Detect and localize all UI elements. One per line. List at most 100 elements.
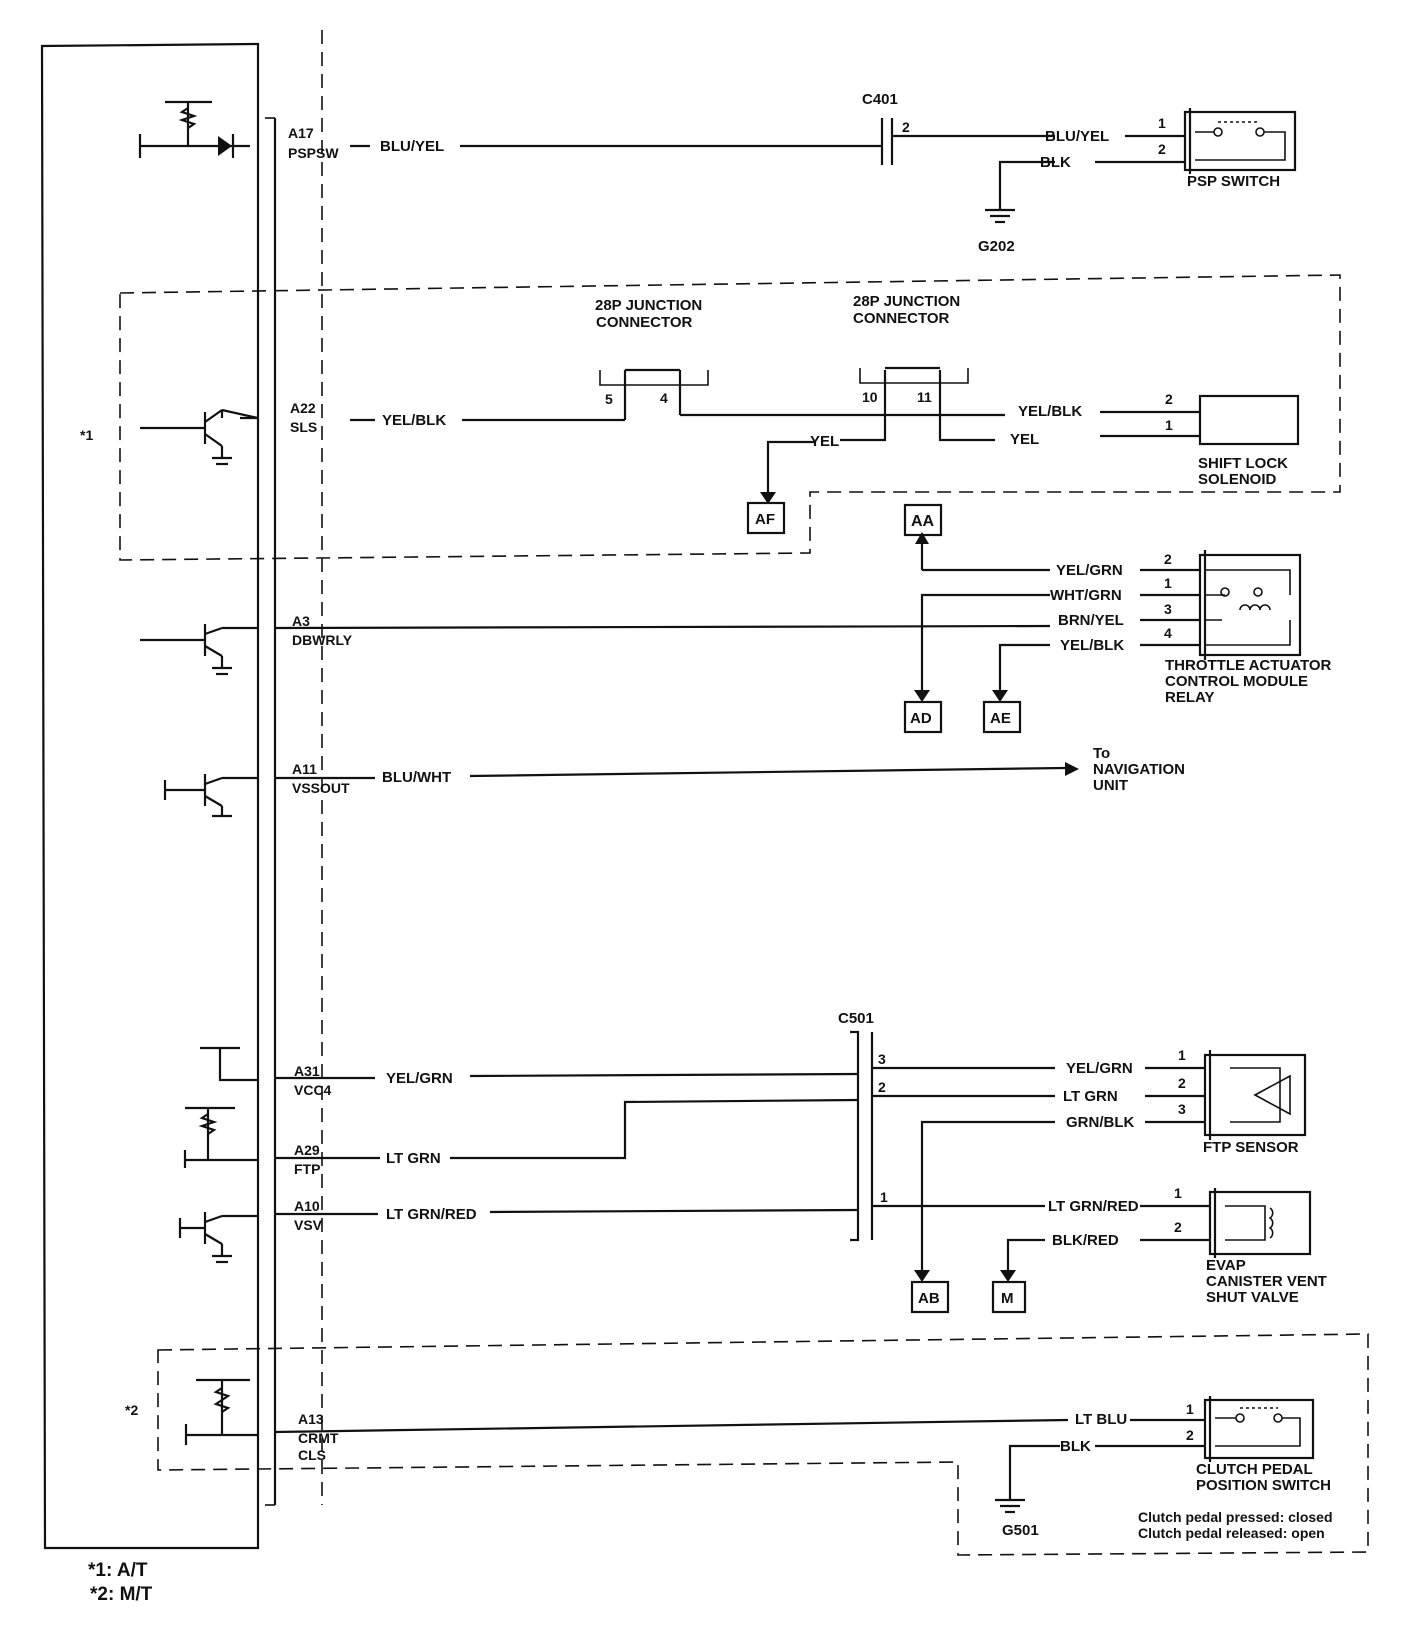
clutch-note-1: Clutch pedal pressed: closed	[1138, 1509, 1333, 1525]
relay-label-2: CONTROL MODULE	[1165, 673, 1308, 690]
wire-relay-4: YEL/BLK	[1060, 637, 1124, 654]
svg-text:3: 3	[1164, 601, 1172, 617]
wire-yel-a: YEL	[810, 433, 839, 450]
svg-text:1: 1	[1174, 1185, 1182, 1201]
pin-a13: A13	[298, 1411, 324, 1427]
pcm-body	[40, 42, 260, 1550]
mt-region	[157, 1333, 1369, 1556]
diode-icon	[218, 136, 232, 156]
pin-a10: A10	[294, 1198, 320, 1214]
pin-a29: A29	[294, 1142, 320, 1158]
pin-a31-name: VCC4	[294, 1082, 332, 1098]
footnote-1: *1: A/T	[88, 1560, 148, 1581]
svg-text:2: 2	[1174, 1219, 1182, 1235]
evap-valve-body	[1208, 1190, 1312, 1256]
svg-text:1: 1	[1164, 575, 1172, 591]
psp-circuit	[138, 100, 1297, 224]
svg-text:AF: AF	[755, 511, 775, 528]
svg-text:1: 1	[1158, 115, 1166, 131]
footnote-2: *2: M/T	[90, 1584, 153, 1605]
junction-connector-1	[599, 368, 709, 386]
vss-circuit	[163, 762, 1079, 818]
svg-text:2: 2	[1165, 391, 1173, 407]
wire-vcc4-right: YEL/GRN	[1066, 1060, 1133, 1077]
junction1-title-1: 28P JUNCTION	[595, 297, 702, 314]
ref-ab: AB	[910, 1280, 950, 1314]
wire-vss: BLU/WHT	[382, 769, 451, 786]
svg-text:M: M	[1001, 1290, 1014, 1307]
svg-text:2: 2	[902, 119, 910, 135]
clutch-switch-body	[1203, 1398, 1315, 1460]
svg-text:2: 2	[878, 1079, 886, 1095]
pin-a11: A11	[292, 761, 317, 777]
svg-text:3: 3	[1178, 1101, 1186, 1117]
relay-circuit	[140, 503, 1302, 702]
clutch-circuit	[184, 1378, 1315, 1514]
wire-sls-right: YEL/BLK	[1018, 403, 1082, 420]
shift-lock-solenoid-body	[1198, 394, 1300, 446]
nav-label-2: NAVIGATION	[1093, 761, 1185, 778]
ref-ad: AD	[903, 700, 943, 734]
ref-m: M	[991, 1280, 1027, 1314]
wire-psp-blk: BLK	[1040, 154, 1071, 171]
evap-label-3: SHUT VALVE	[1206, 1289, 1299, 1306]
wire-ftp-3: GRN/BLK	[1066, 1114, 1134, 1131]
wire-vsv-2: BLK/RED	[1052, 1232, 1119, 1249]
pin-a22: A22	[290, 400, 316, 416]
svg-text:1: 1	[1186, 1401, 1194, 1417]
wire-relay-3: BRN/YEL	[1058, 612, 1124, 629]
ref-af: AF	[746, 501, 786, 535]
wire-relay-2: WHT/GRN	[1050, 587, 1122, 604]
pin-a11-name: VSSOUT	[292, 780, 350, 796]
note-2-mark: *2	[125, 1402, 138, 1418]
pin-a3-name: DBWRLY	[292, 632, 353, 648]
svg-text:5: 5	[605, 391, 613, 407]
relay-body	[1198, 553, 1302, 657]
clutch-label-2: POSITION SWITCH	[1196, 1477, 1331, 1494]
pin-a29-name: FTP	[294, 1161, 320, 1177]
g501-label: G501	[1002, 1522, 1039, 1539]
psp-switch-body	[1183, 110, 1297, 172]
g202-label: G202	[978, 238, 1015, 255]
svg-text:10: 10	[862, 389, 878, 405]
svg-text:1: 1	[1165, 417, 1173, 433]
sls-label-2: SOLENOID	[1198, 471, 1277, 488]
sls-label-1: SHIFT LOCK	[1198, 455, 1288, 472]
evap-label-2: CANISTER VENT	[1206, 1273, 1327, 1290]
ref-aa: AA	[911, 513, 935, 530]
relay-label-3: RELAY	[1165, 689, 1214, 706]
wire-relay-1: YEL/GRN	[1056, 562, 1123, 579]
note-1-mark: *1	[80, 427, 93, 443]
psp-switch-label: PSP SWITCH	[1187, 173, 1280, 190]
evap-label-1: EVAP	[1206, 1257, 1246, 1274]
pin-a17-name: PSPSW	[288, 145, 339, 161]
svg-text:AD: AD	[910, 710, 932, 727]
ftp-sensor-label: FTP SENSOR	[1203, 1139, 1299, 1156]
wire-ftp-right: LT GRN	[1063, 1088, 1118, 1105]
svg-text:4: 4	[1164, 625, 1172, 641]
svg-text:2: 2	[1164, 551, 1172, 567]
svg-text:AB: AB	[918, 1290, 940, 1307]
wire-psp-left: BLU/YEL	[380, 138, 444, 155]
clutch-label-1: CLUTCH PEDAL	[1196, 1461, 1313, 1478]
ref-ae: AE	[982, 700, 1022, 734]
svg-text:2: 2	[1186, 1427, 1194, 1443]
at-region	[119, 274, 1341, 561]
clutch-note-2: Clutch pedal released: open	[1138, 1525, 1325, 1541]
pin-a22-name: SLS	[290, 419, 317, 435]
wire-ftp-left: LT GRN	[386, 1150, 441, 1167]
nav-label-1: To	[1093, 745, 1110, 762]
junction-connector-2	[859, 366, 969, 384]
pin-a31: A31	[294, 1063, 320, 1079]
ftp-sensor-body	[1203, 1053, 1307, 1137]
pin-a17: A17	[288, 125, 314, 141]
ftp-evap-circuit	[178, 1030, 1312, 1282]
svg-text:1: 1	[880, 1189, 888, 1205]
sls-circuit	[140, 370, 1300, 504]
pin-a13-name: CRMT	[298, 1430, 339, 1446]
nav-label-3: UNIT	[1093, 777, 1128, 794]
c501-label: C501	[838, 1010, 874, 1027]
svg-text:4: 4	[660, 390, 668, 406]
wire-clutch-2: BLK	[1060, 1438, 1091, 1455]
